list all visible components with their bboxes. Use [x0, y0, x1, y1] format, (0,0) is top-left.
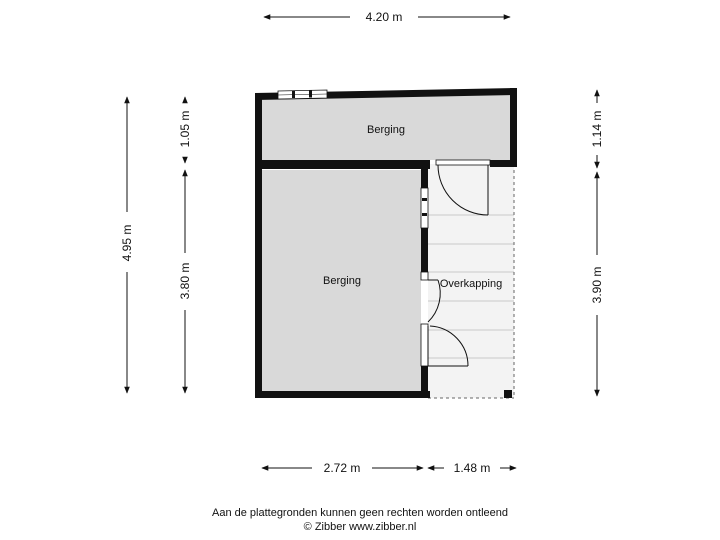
- room-storage-main: [261, 170, 421, 392]
- window-interior: [420, 187, 429, 229]
- door-top: [435, 159, 491, 216]
- room-label-storage-main: Berging: [323, 275, 361, 287]
- footer-disclaimer: Aan de plattegronden kunnen geen rechten…: [211, 507, 508, 519]
- dimension-label-left-total: 4.95 m: [120, 225, 134, 262]
- room-label-canopy: Overkapping: [440, 278, 502, 290]
- dimension-label-top-width: 4.20 m: [366, 10, 403, 24]
- window-top: [277, 89, 328, 100]
- dimension-label-right-lower: 3.90 m: [590, 267, 604, 304]
- door-middle: [420, 271, 441, 323]
- dimension-label-bottom-left: 2.72 m: [324, 461, 361, 475]
- dimension-label-left-upper: 1.05 m: [178, 111, 192, 148]
- door-bottom: [420, 323, 469, 367]
- room-label-storage-top: Berging: [367, 124, 405, 136]
- footer-copyright: © Zibber www.zibber.nl: [303, 521, 417, 533]
- room-storage-top: [261, 94, 511, 160]
- dimension-label-left-lower: 3.80 m: [178, 263, 192, 300]
- dimension-label-right-upper: 1.14 m: [590, 111, 604, 148]
- dimension-label-bottom-right: 1.48 m: [454, 461, 491, 475]
- canopy-area: [428, 164, 515, 399]
